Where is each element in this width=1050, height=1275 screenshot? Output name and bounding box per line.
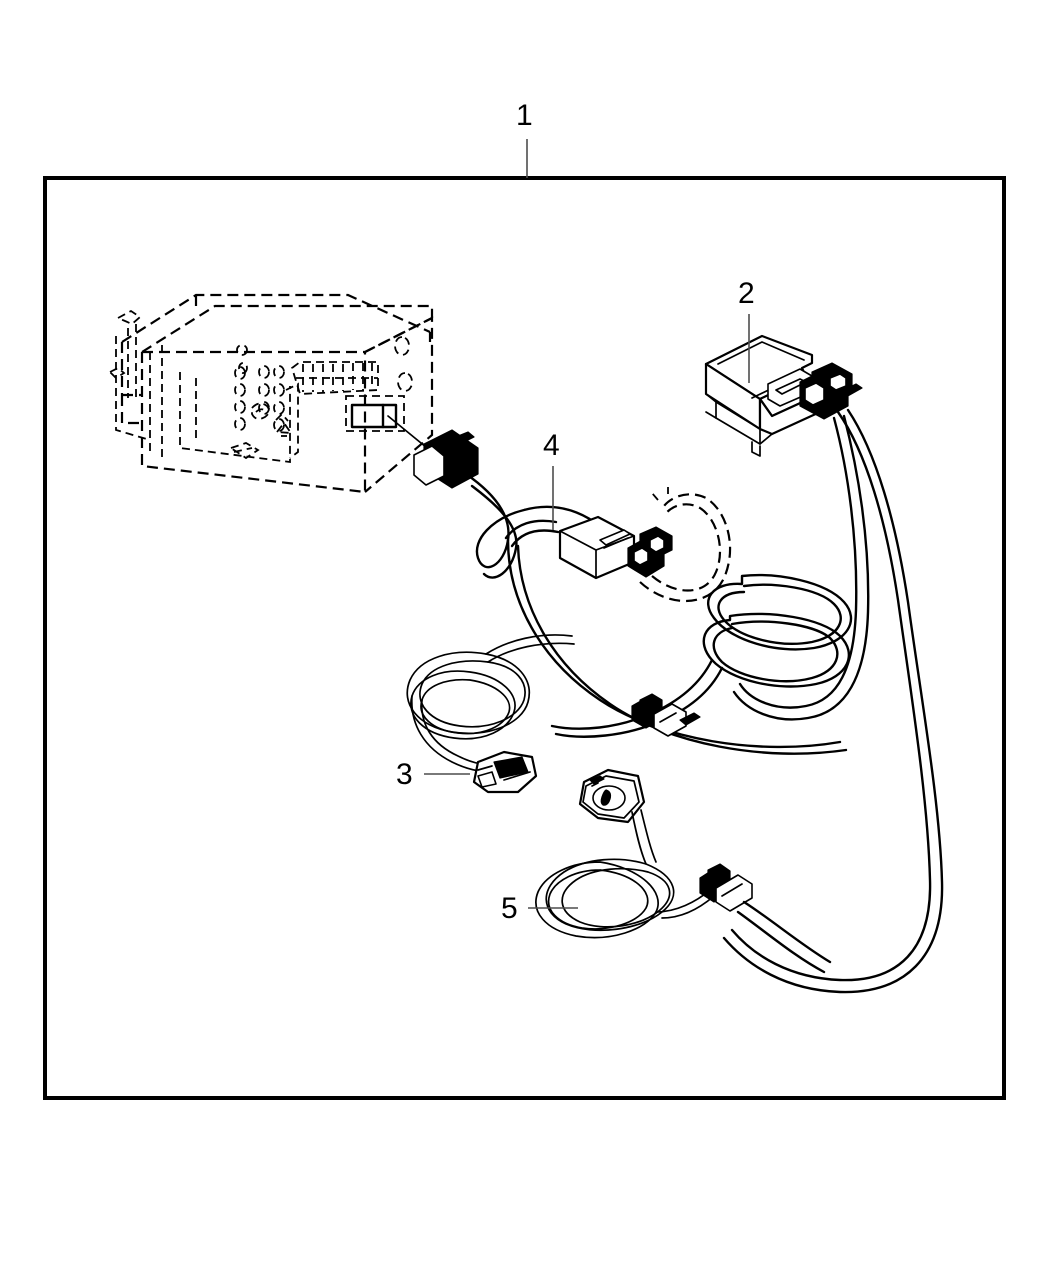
radio-pin-bosses <box>234 344 285 432</box>
inline-connector-small <box>631 693 701 737</box>
callout-label-3: 3 <box>396 758 413 791</box>
harness-jumper-connectors <box>504 487 732 603</box>
callout-label-2: 2 <box>738 277 755 310</box>
radio-head-unit <box>108 293 434 494</box>
callout-label-5: 5 <box>501 892 518 925</box>
harness-radio-connector <box>413 429 479 489</box>
callout-leaders <box>424 139 750 909</box>
callout-label-4: 4 <box>543 429 560 462</box>
control-module <box>704 334 863 457</box>
callout-label-1: 1 <box>516 99 533 132</box>
module-output-cables <box>722 408 944 994</box>
microphone-assembly <box>406 634 575 794</box>
control-switch-assembly <box>535 768 832 974</box>
